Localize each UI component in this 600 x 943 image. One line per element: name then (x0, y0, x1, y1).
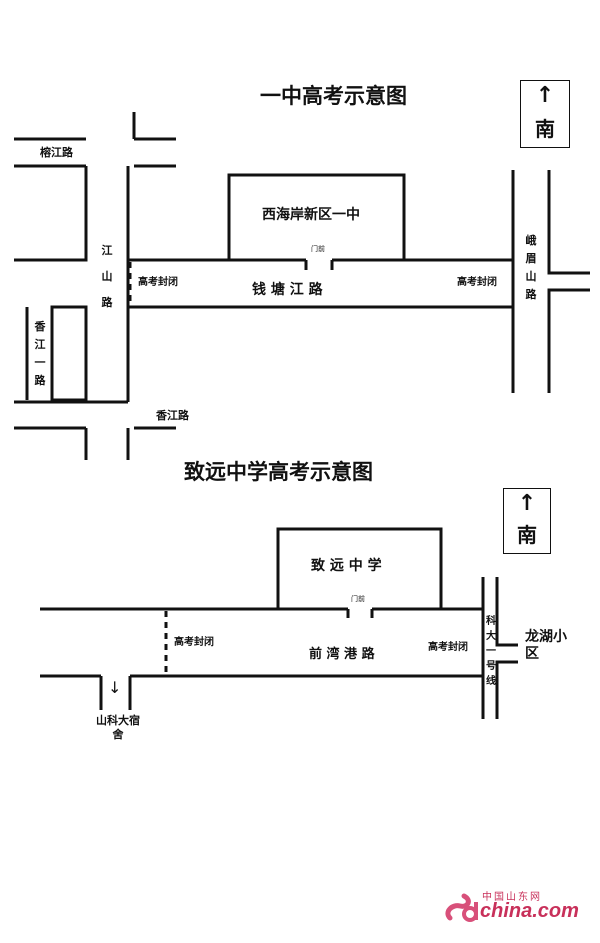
right-block (50, 305, 88, 402)
watermark-en: china.com (480, 900, 579, 922)
arrow-down-icon: ↓ (108, 678, 122, 697)
xiangjiang-road-edge (84, 426, 176, 460)
map1-school-label: 西海岸新区一中 (262, 207, 360, 223)
watermark-cn: 中国山东网 (482, 892, 542, 903)
map2-compass: ↑ 南 (503, 488, 551, 554)
xiangjiang-road-label: 香江路 (156, 409, 189, 422)
arrow-up-icon: ↑ (535, 83, 555, 108)
kedayihao-road-edge (495, 660, 518, 719)
map2-school-label: 致 远 中 学 (311, 558, 382, 574)
kedayihao-road-label: 科大一号线 (486, 616, 496, 687)
arrow-up-icon: ↑ (517, 491, 537, 516)
kedayihao-road-edge (495, 577, 518, 647)
emeishan-road-label: 峨眉山路 (525, 234, 537, 301)
longhu-community-label: 龙湖小区 (525, 629, 567, 662)
gate-post-2 (346, 609, 374, 618)
emeishan-road-edge (547, 288, 590, 393)
map1-closed-left: 高考封闭 (138, 277, 178, 288)
left-block (14, 166, 88, 262)
qianwangang-road-label: 前 湾 港 路 (309, 647, 375, 662)
emeishan-road-edge (547, 170, 590, 275)
sdchina-logo-icon (445, 893, 478, 922)
jiangshan-road-label: 江山路 (101, 244, 113, 309)
map2-title: 致远中学高考示意图 (184, 460, 373, 484)
map2-gate-label: 门前 (351, 595, 365, 603)
map1-gate-label: 门前 (311, 245, 325, 253)
compass-label: 南 (535, 117, 555, 141)
map2-closed-right: 高考封闭 (428, 642, 468, 653)
rongjiang-road-label: 榕江路 (40, 146, 73, 159)
dorm-label: 山科大宿舍 (96, 714, 140, 741)
qiantangjiang-road-label: 钱 塘 江 路 (252, 282, 323, 298)
map2-closed-left: 高考封闭 (174, 637, 214, 648)
gate-post (304, 260, 334, 270)
school-building (227, 173, 406, 260)
map1-closed-right: 高考封闭 (457, 277, 497, 288)
school-building-2 (276, 527, 443, 609)
dorm-road-edge (99, 676, 132, 710)
map1-title: 一中高考示意图 (260, 84, 407, 108)
compass-label: 南 (517, 523, 537, 547)
map1-compass: ↑ 南 (520, 80, 570, 148)
xiangjiang-yi-road-label: 香江一路 (34, 320, 46, 387)
